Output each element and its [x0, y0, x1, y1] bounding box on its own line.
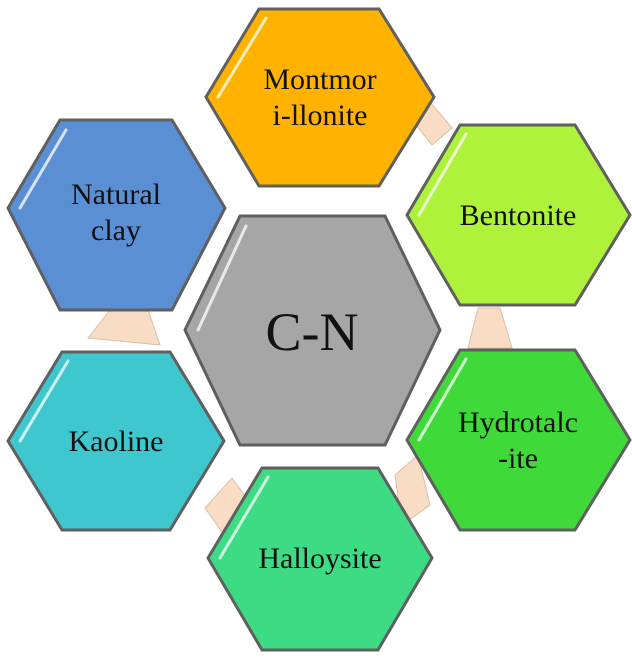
hex-kaoline-label: Kaoline — [69, 425, 164, 458]
halloysite-label-line-1: Halloysite — [258, 542, 381, 575]
hex-bentonite-shape — [405, 123, 632, 307]
hex-hydrotalcite: Hydrotalc-ite — [405, 348, 632, 532]
hex-kaoline-shape — [6, 350, 226, 532]
connector-kaoline-naturalclay — [87, 309, 161, 346]
connectors — [87, 89, 513, 533]
natural-clay-label-line-1: Natural — [71, 178, 161, 211]
highlight-stroke-6 — [18, 128, 68, 210]
center-label: C-N — [266, 302, 359, 362]
connector-bentonite-hydrotalcite — [467, 307, 513, 349]
hex-montmorillonite-shape — [204, 7, 436, 188]
hydrotalcite-label-line-2: -ite — [498, 442, 538, 475]
highlight-stroke-7 — [196, 224, 248, 332]
hex-halloysite-shape — [206, 466, 434, 652]
montmorillonite-label-line-1: Montmor — [263, 63, 376, 96]
hex-kaoline: Kaoline — [6, 350, 226, 532]
hex-natural-clay-shape — [6, 118, 227, 312]
highlight-stroke-4 — [218, 475, 270, 560]
highlight-stroke-3 — [417, 357, 468, 442]
montmorillonite-label-line-2: i-llonite — [273, 99, 368, 132]
hex-halloysite: Halloysite — [206, 466, 434, 652]
hex-center-shape — [183, 214, 442, 447]
hex-bentonite-label: Bentonite — [460, 199, 577, 232]
highlight-stroke-2 — [417, 132, 468, 217]
hex-hydrotalcite-label: Hydrotalc-ite — [458, 406, 578, 475]
kaoline-label-line-1: Kaoline — [69, 425, 164, 458]
hydrotalcite-label-line-1: Hydrotalc — [458, 406, 578, 439]
hex-center: C-N — [183, 214, 442, 447]
bentonite-label-line-1: Bentonite — [460, 199, 577, 232]
natural-clay-label-line-2: clay — [91, 214, 141, 247]
highlight-stroke-5 — [18, 359, 70, 443]
hex-halloysite-label: Halloysite — [258, 542, 381, 575]
hex-bentonite: Bentonite — [405, 123, 632, 307]
highlight-stroke-1 — [216, 16, 268, 99]
hex-highlights — [18, 16, 468, 560]
hex-hydrotalcite-shape — [405, 348, 632, 532]
